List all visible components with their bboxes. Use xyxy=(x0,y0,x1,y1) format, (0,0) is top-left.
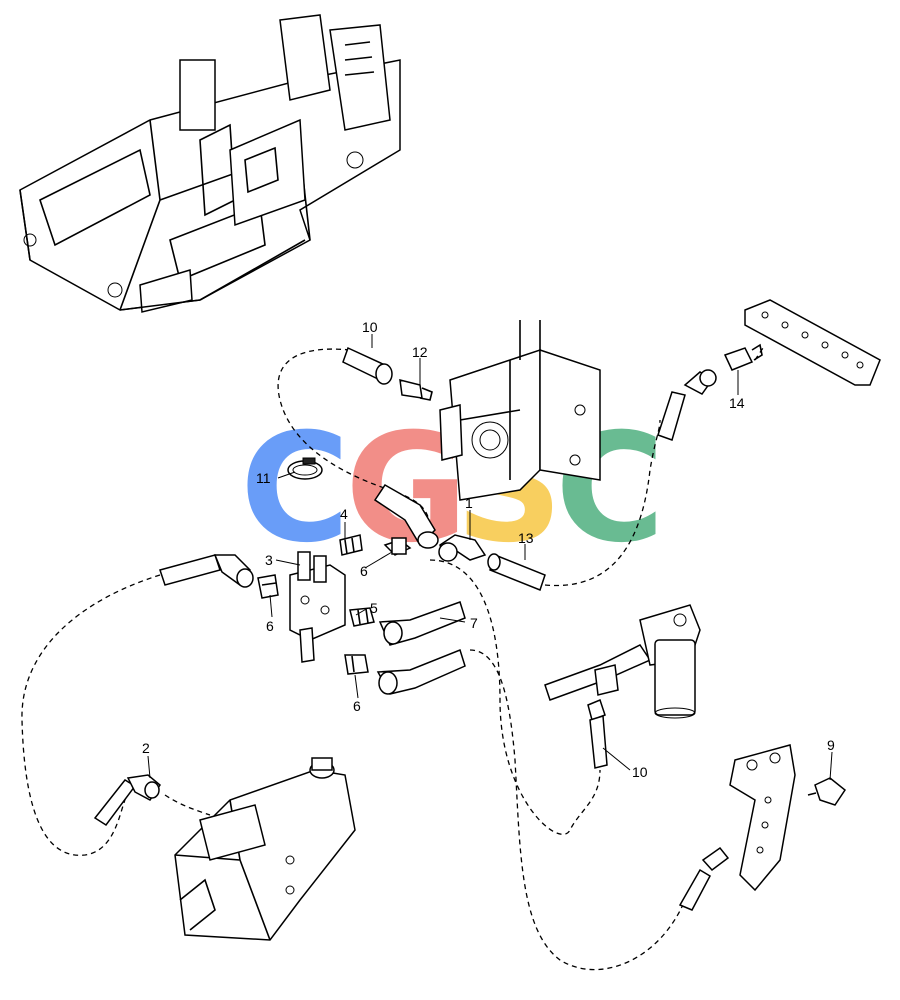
callout-11: 11 xyxy=(256,470,271,486)
watermark-letter-c1: C xyxy=(240,402,350,576)
hose-13 xyxy=(487,553,546,591)
tractor-frame-illustration xyxy=(19,14,401,313)
callout-13: 13 xyxy=(518,530,534,546)
callout-6-left: 6 xyxy=(266,618,274,634)
filter-assembly xyxy=(544,604,701,719)
callout-2: 2 xyxy=(142,740,150,756)
valve-block-3 xyxy=(289,551,346,663)
callout-1: 1 xyxy=(465,495,473,511)
callout-labels: 1 2 3 4 5 6 6 6 7 9 10 10 11 12 13 14 xyxy=(142,319,835,780)
callout-6-center: 6 xyxy=(360,563,368,579)
hose-10-upper xyxy=(342,346,433,401)
hose-lower-center xyxy=(376,649,466,695)
control-valve-assembly xyxy=(439,320,601,501)
leader-lines xyxy=(147,334,833,781)
fitting-9 xyxy=(807,777,847,806)
callout-10-upper: 10 xyxy=(362,319,378,335)
bracket-bottom-right xyxy=(729,744,796,892)
fitting-5 xyxy=(349,607,375,627)
hose-left xyxy=(159,554,254,588)
fitting-6-lower xyxy=(344,654,369,675)
fitting-14 xyxy=(723,343,763,371)
callout-5: 5 xyxy=(370,600,378,616)
hose-elbow-center xyxy=(373,484,439,549)
callout-14: 14 xyxy=(729,395,745,411)
hose-right-upper xyxy=(657,369,717,441)
hose-10-lower xyxy=(587,698,608,769)
callout-9: 9 xyxy=(827,737,835,753)
callout-12: 12 xyxy=(412,344,428,360)
hose-7 xyxy=(378,601,466,646)
callout-3: 3 xyxy=(265,552,273,568)
callout-7: 7 xyxy=(470,615,478,631)
callout-4: 4 xyxy=(340,506,348,522)
callout-6-lower: 6 xyxy=(353,698,361,714)
elbow-fitting-1 xyxy=(438,534,487,562)
fuel-tank xyxy=(174,757,356,941)
clamp-11 xyxy=(287,457,323,480)
hose-bottom-right xyxy=(678,846,730,911)
fitting-6-left xyxy=(257,574,279,599)
mounting-plate xyxy=(744,299,881,386)
hose-2 xyxy=(93,774,161,827)
callout-10-lower: 10 xyxy=(632,764,648,780)
